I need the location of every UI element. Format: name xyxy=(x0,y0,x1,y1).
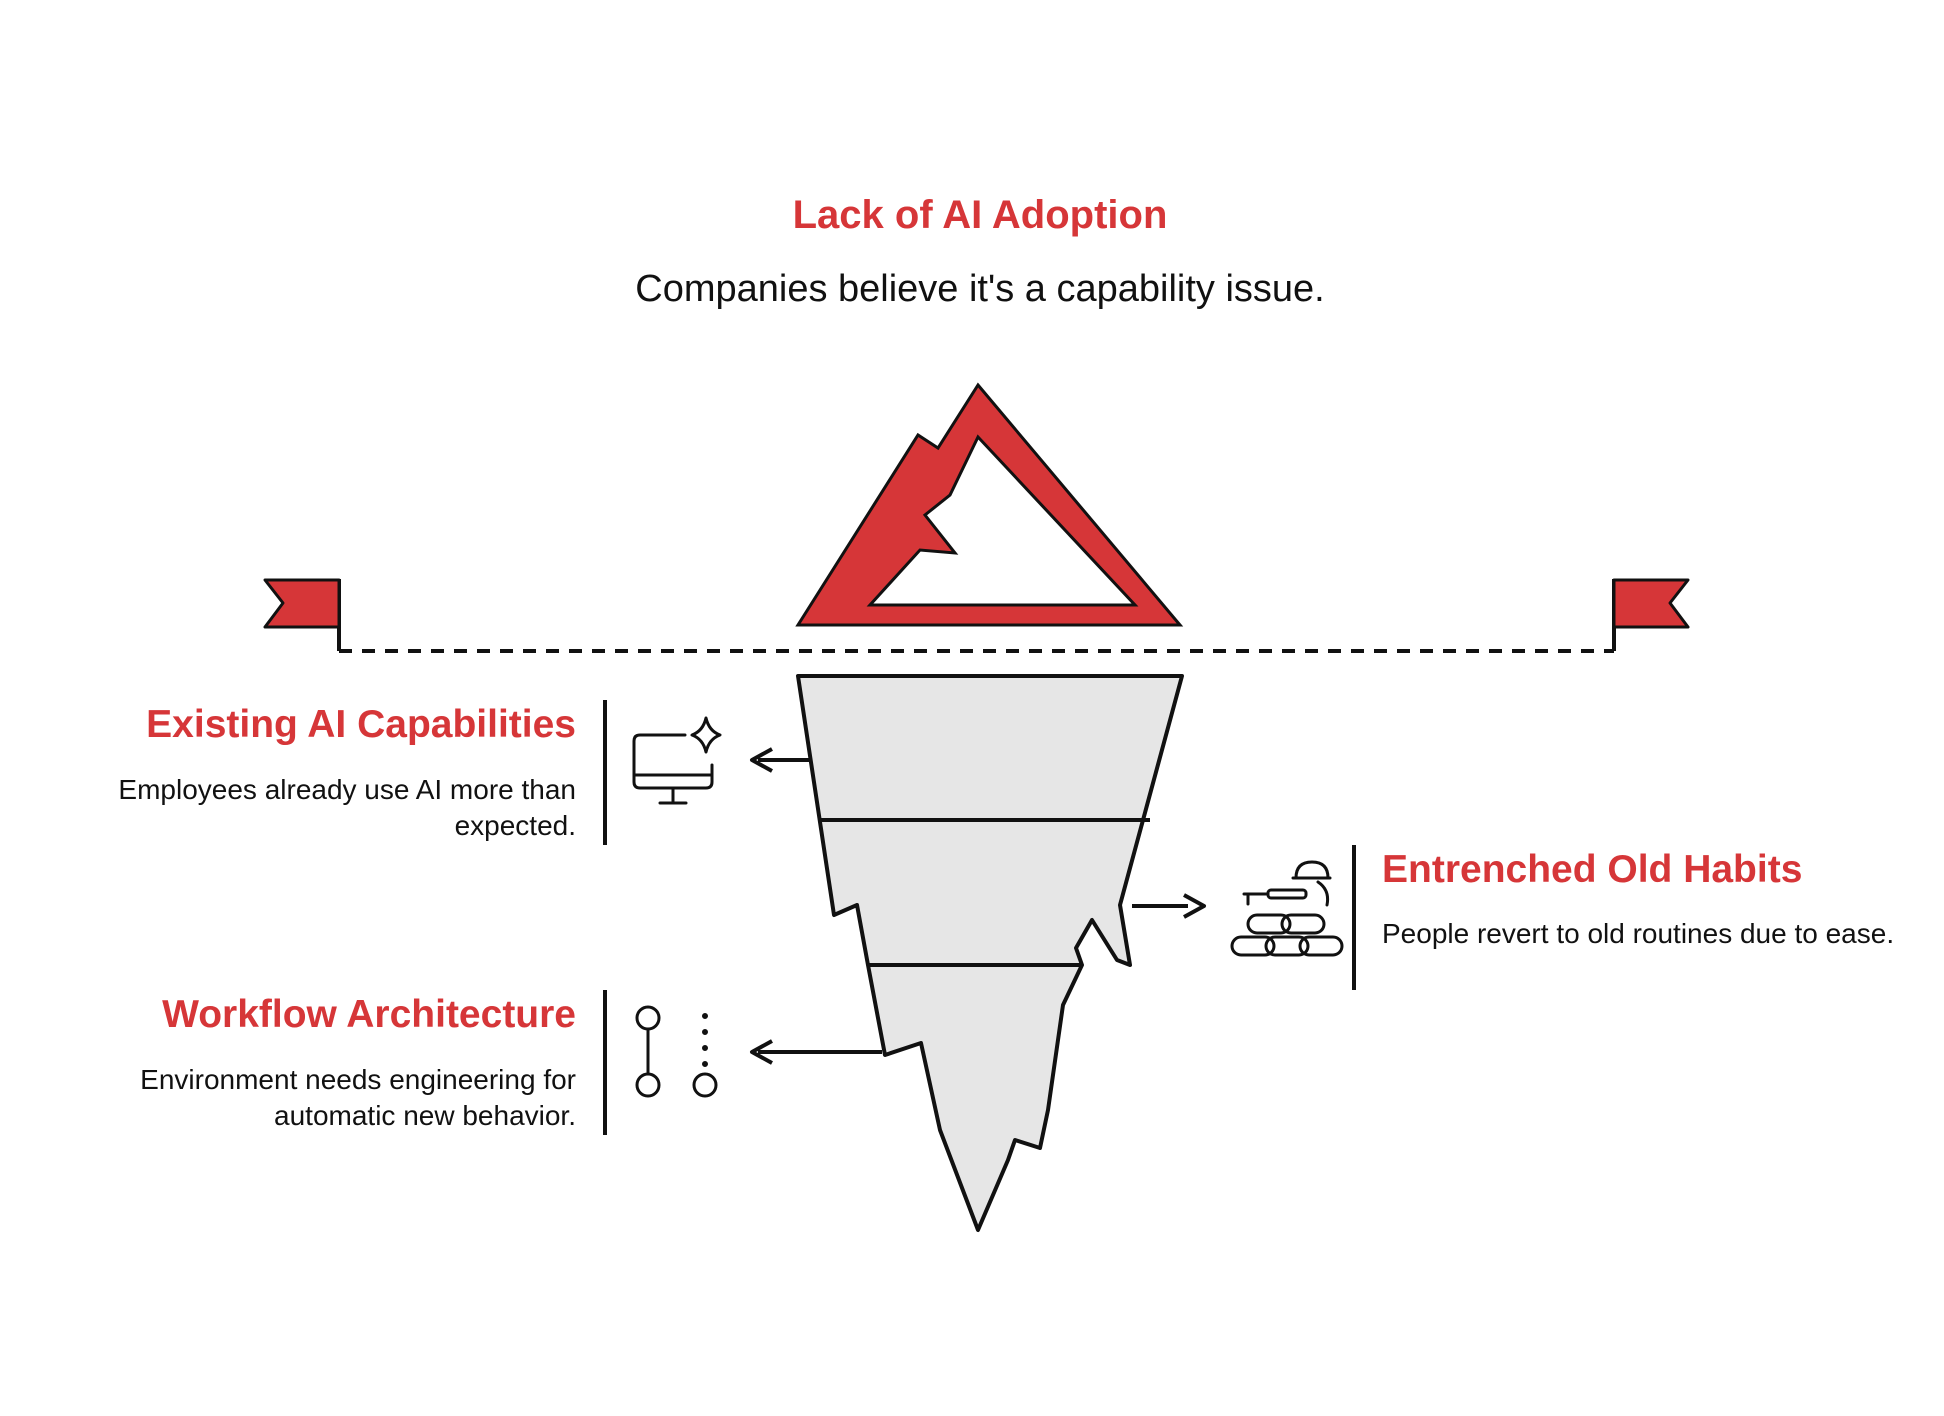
habits-title: Entrenched Old Habits xyxy=(1382,848,1803,891)
capabilities-title: Existing AI Capabilities xyxy=(146,703,576,746)
monitor-sparkle-icon xyxy=(632,716,722,805)
flag-left xyxy=(263,578,341,651)
capabilities-description: Employees already use AI more than expec… xyxy=(118,774,576,841)
top-title: Lack of AI Adoption xyxy=(792,193,1168,237)
connector-capabilities xyxy=(603,700,812,845)
workflow-description: Environment needs engineering for automa… xyxy=(140,1064,576,1131)
soldier-sandbags-icon xyxy=(1230,860,1344,957)
habits-description: People revert to old routines due to eas… xyxy=(1382,918,1895,949)
top-description: Companies believe it's a capability issu… xyxy=(635,268,1325,310)
iceberg-tip xyxy=(795,382,1184,627)
workflow-title: Workflow Architecture xyxy=(162,993,576,1036)
flag-right xyxy=(1612,578,1690,651)
workflow-nodes-icon xyxy=(635,1005,718,1098)
connector-habits xyxy=(1132,845,1356,990)
connector-workflow xyxy=(603,990,882,1135)
iceberg-underwater xyxy=(796,674,1184,1232)
